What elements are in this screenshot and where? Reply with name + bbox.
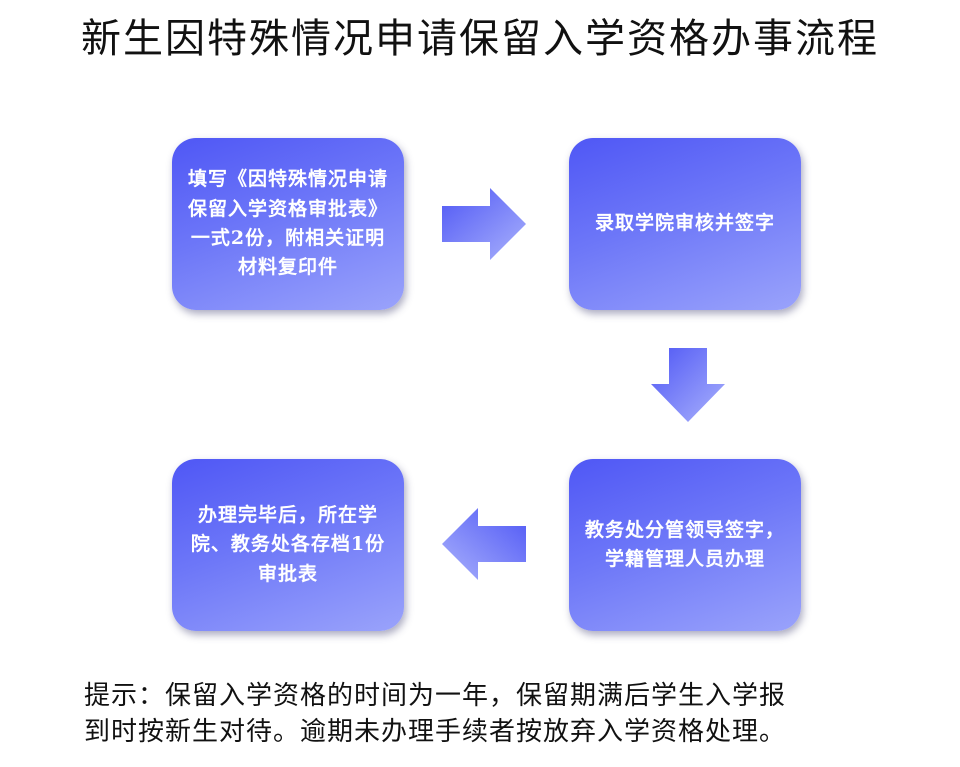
arrow-right-icon xyxy=(442,188,526,260)
flow-step-fill-form: 填写《因特殊情况申请保留入学资格审批表》一式2份，附相关证明材料复印件 xyxy=(172,138,404,310)
flow-step-label: 教务处分管领导签字，学籍管理人员办理 xyxy=(585,518,786,570)
flow-step-academic-affairs: 教务处分管领导签字，学籍管理人员办理 xyxy=(569,459,801,631)
arrow-left-icon xyxy=(442,508,526,580)
tip-line: 提示：保留入学资格的时间为一年，保留期满后学生入学报 xyxy=(84,681,787,711)
flow-step-college-review: 录取学院审核并签字 xyxy=(569,138,801,310)
arrow-down-icon xyxy=(651,348,725,422)
tip-line: 到时按新生对待。逾期未办理手续者按放弃入学资格处理。 xyxy=(84,717,787,747)
page-title: 新生因特殊情况申请保留入学资格办事流程 xyxy=(81,16,879,62)
flow-step-label: 办理完毕后，所在学院、教务处各存档1份审批表 xyxy=(190,503,386,585)
flow-step-label: 录取学院审核并签字 xyxy=(594,212,775,235)
flow-step-label: 填写《因特殊情况申请保留入学资格审批表》一式2份，附相关证明材料复印件 xyxy=(188,168,389,279)
tip-note: 提示：保留入学资格的时间为一年，保留期满后学生入学报 到时按新生对待。逾期未办理… xyxy=(84,678,924,750)
flow-step-archive: 办理完毕后，所在学院、教务处各存档1份审批表 xyxy=(172,459,404,631)
